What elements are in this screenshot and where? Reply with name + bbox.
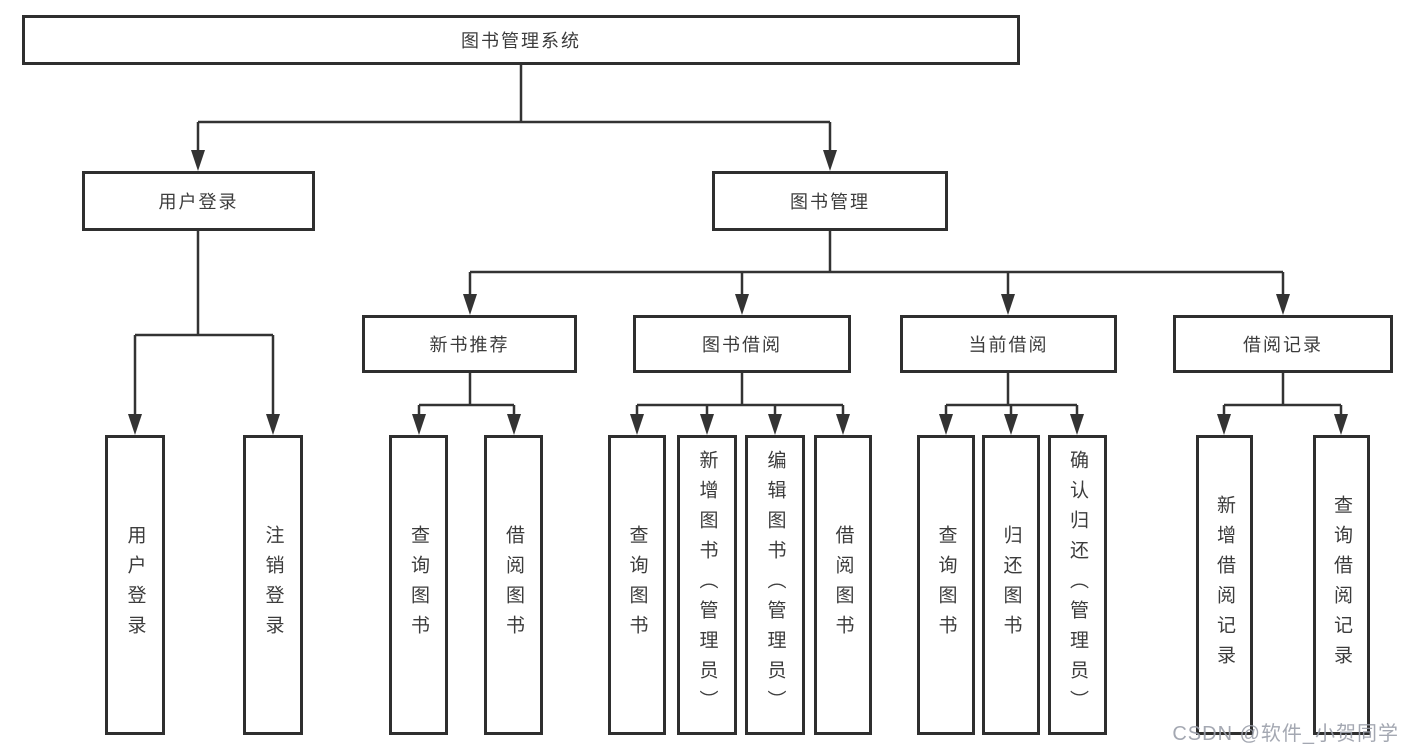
branch-user-login: 用户登录 <box>82 171 315 231</box>
section-new-book-recommend-label: 新书推荐 <box>429 335 510 355</box>
leaf-return-book-label: 归还图书 <box>1000 525 1022 645</box>
leaf-confirm-return-admin-label: 确认归还（管理员） <box>1067 450 1088 720</box>
leaf-query-books-current-label: 查询图书 <box>935 525 957 645</box>
leaf-query-borrow-record: 查询借阅记录 <box>1313 435 1370 735</box>
section-borrow-records-label: 借阅记录 <box>1243 335 1323 355</box>
section-book-borrow: 图书借阅 <box>633 315 851 373</box>
tree-edges <box>133 65 1343 417</box>
leaf-query-books-current: 查询图书 <box>917 435 975 735</box>
leaf-edit-book-admin: 编辑图书（管理员） <box>745 435 805 735</box>
leaf-add-borrow-record-label: 新增借阅记录 <box>1214 495 1235 675</box>
node-root-label: 图书管理系统 <box>461 31 581 51</box>
leaf-query-books-recommend-label: 查询图书 <box>408 525 429 645</box>
leaf-return-book: 归还图书 <box>982 435 1040 735</box>
leaf-add-borrow-record: 新增借阅记录 <box>1196 435 1253 735</box>
node-root-system: 图书管理系统 <box>22 15 1020 65</box>
leaf-query-books-recommend: 查询图书 <box>389 435 448 735</box>
leaf-add-book-admin-label: 新增图书（管理员） <box>696 450 718 720</box>
leaf-user-login-label: 用户登录 <box>124 525 146 645</box>
leaf-borrow-books-recommend: 借阅图书 <box>484 435 543 735</box>
leaf-borrow-books-recommend-label: 借阅图书 <box>503 525 524 645</box>
branch-book-management-label: 图书管理 <box>790 192 870 212</box>
section-new-book-recommend: 新书推荐 <box>362 315 577 373</box>
leaf-confirm-return-admin: 确认归还（管理员） <box>1048 435 1107 735</box>
section-current-borrow: 当前借阅 <box>900 315 1117 373</box>
section-borrow-records: 借阅记录 <box>1173 315 1393 373</box>
branch-book-management: 图书管理 <box>712 171 948 231</box>
leaf-borrow-books: 借阅图书 <box>814 435 872 735</box>
branch-user-login-label: 用户登录 <box>158 192 239 212</box>
leaf-logout-label: 注销登录 <box>262 525 284 645</box>
leaf-borrow-books-label: 借阅图书 <box>832 525 854 645</box>
leaf-edit-book-admin-label: 编辑图书（管理员） <box>764 450 786 720</box>
leaf-logout: 注销登录 <box>243 435 303 735</box>
leaf-user-login: 用户登录 <box>105 435 165 735</box>
leaf-add-book-admin: 新增图书（管理员） <box>677 435 737 735</box>
section-book-borrow-label: 图书借阅 <box>702 335 782 355</box>
leaf-query-borrow-record-label: 查询借阅记录 <box>1331 495 1352 675</box>
leaf-query-books-borrow-label: 查询图书 <box>626 525 648 645</box>
section-current-borrow-label: 当前借阅 <box>968 335 1049 355</box>
leaf-query-books-borrow: 查询图书 <box>608 435 666 735</box>
